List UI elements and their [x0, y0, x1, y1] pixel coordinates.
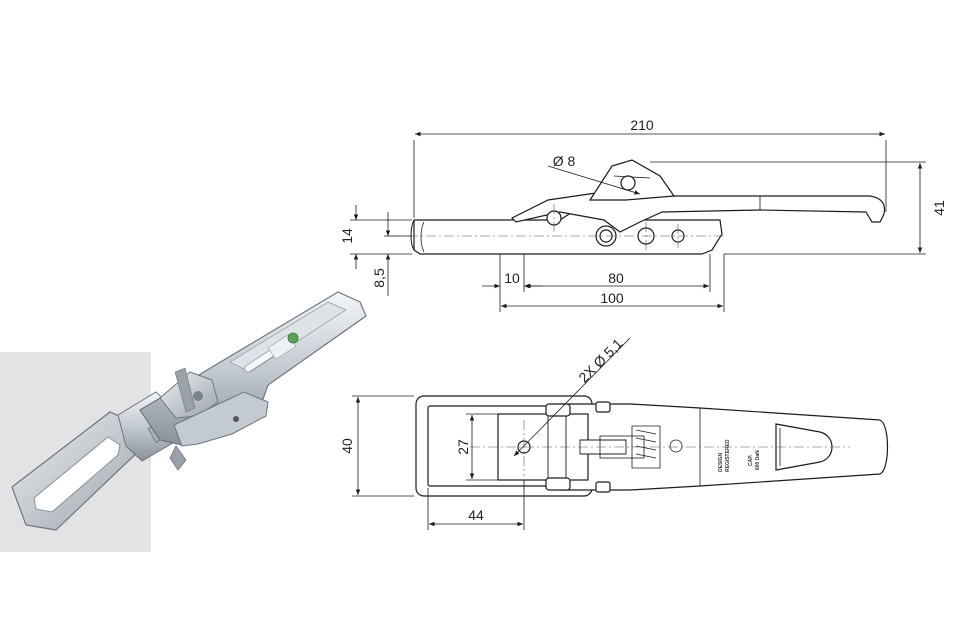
stamp-line-2: REGISTERED — [725, 439, 731, 472]
side-dimension-lines — [350, 131, 926, 312]
dim-overall-length: 210 — [630, 117, 654, 133]
stamp-text: DESIGN REGISTERED CAP. 600 DaN — [718, 439, 761, 472]
top-centerlines — [470, 420, 850, 476]
green-badge-icon — [287, 332, 299, 344]
side-lever — [510, 192, 886, 233]
dim-first-hole: 10 — [504, 270, 520, 286]
side-ear-hole — [620, 175, 636, 191]
dim-loop-length: 44 — [468, 507, 484, 523]
latch-photo — [11, 291, 367, 531]
dim-hole-spacing: 80 — [608, 270, 624, 286]
stamp-line-4: 600 DaN — [755, 450, 761, 470]
stamp-line-1: DESIGN — [718, 452, 724, 472]
top-dimension-lines — [352, 337, 631, 530]
dim-mount-holes: 2X Ø 5,1 — [575, 335, 626, 386]
stamp-line-3: CAP. — [748, 454, 754, 466]
dim-inner-width: 27 — [455, 439, 471, 455]
dim-offset: 8,5 — [371, 268, 387, 288]
top-view-drawing — [415, 395, 889, 497]
side-view-drawing — [410, 159, 886, 255]
top-rivet-icon — [669, 439, 683, 453]
dim-height: 41 — [931, 200, 947, 216]
dim-width: 40 — [339, 438, 355, 454]
dim-base-length: 100 — [600, 290, 624, 306]
dim-strap-height: 14 — [339, 228, 355, 244]
base-plate — [173, 391, 269, 447]
dim-hole-diameter: Ø 8 — [553, 153, 576, 169]
side-centerlines — [390, 204, 725, 250]
